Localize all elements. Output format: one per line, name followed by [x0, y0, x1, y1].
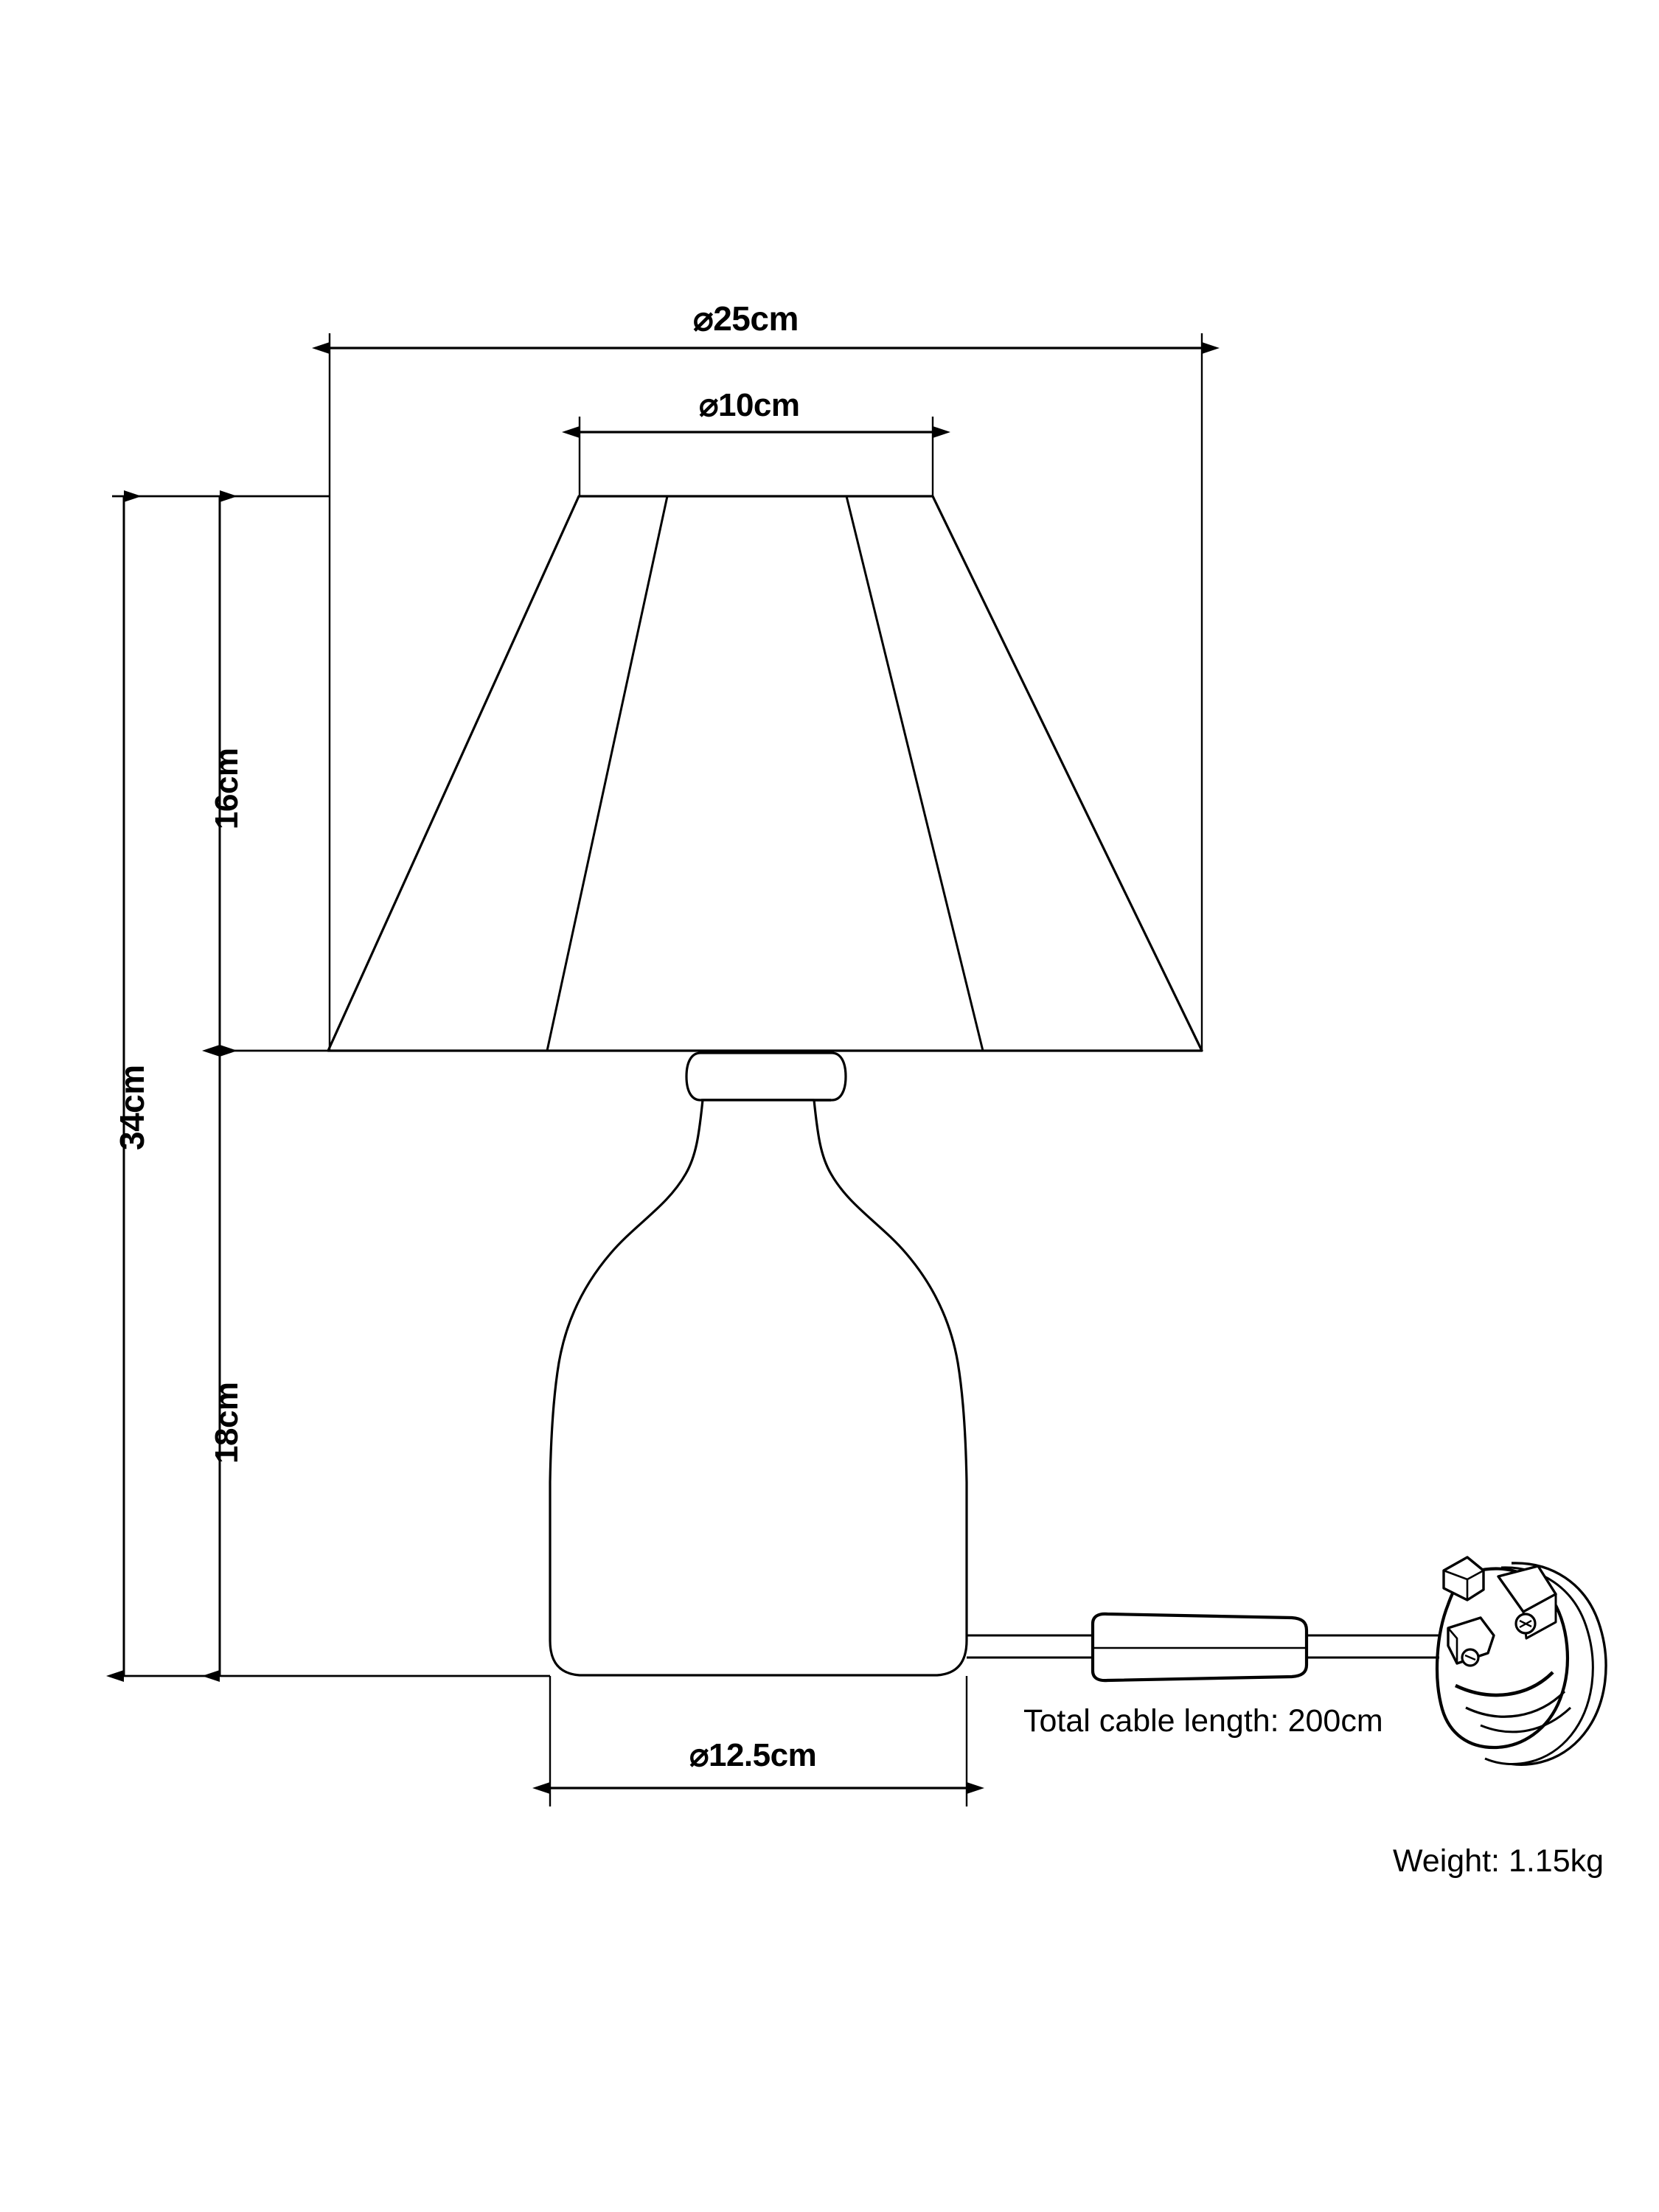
- label-shade-bottom-diameter: ⌀25cm: [693, 299, 799, 338]
- plug-neutral-pin-edge: [1447, 1627, 1458, 1663]
- shade-panel-seam-right: [845, 495, 984, 1051]
- uk-three-pin-plug: [1423, 1556, 1607, 1766]
- lamp-neck-collar: [685, 1051, 847, 1102]
- plug-grip-ridge-3: [1480, 1706, 1572, 1733]
- dimension-shade-bottom-diameter: [312, 333, 1220, 1051]
- base-outline: [549, 1099, 968, 1677]
- label-total-height: 34cm: [113, 1065, 151, 1150]
- lamp-shade: [327, 495, 1203, 1052]
- shade-panel-seam-left: [546, 495, 669, 1051]
- dimension-base-diameter: [532, 1676, 984, 1806]
- lamp-base-bottle: [549, 1099, 968, 1677]
- label-shade-height: 16cm: [209, 748, 245, 830]
- label-base-height: 18cm: [209, 1382, 245, 1464]
- note-weight: Weight: 1.15kg: [1393, 1843, 1604, 1879]
- label-shade-top-diameter: ⌀10cm: [699, 387, 800, 423]
- left-extension-lines: [112, 495, 550, 1677]
- shade-outline: [327, 495, 1203, 1052]
- dimension-shade-top-diameter: [562, 417, 950, 496]
- plug-grip-ridge-2: [1465, 1690, 1566, 1718]
- plug-cable-entry: [1423, 1634, 1439, 1659]
- inline-switch: [1091, 1612, 1309, 1683]
- plug-screw-upper-slot: [1519, 1619, 1532, 1629]
- note-cable-length: Total cable length: 200cm: [1023, 1703, 1383, 1739]
- neck-collar-outline: [685, 1051, 847, 1102]
- plug-screw-lower-slot: [1464, 1654, 1476, 1661]
- label-base-diameter: ⌀12.5cm: [689, 1737, 817, 1773]
- plug-neutral-pin: [1447, 1616, 1495, 1665]
- plug-grip-ridge-1: [1455, 1671, 1554, 1697]
